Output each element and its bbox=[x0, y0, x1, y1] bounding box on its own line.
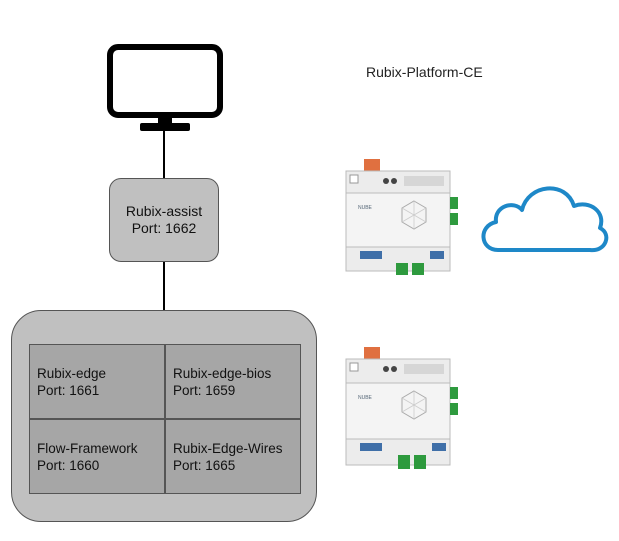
platform-title: Rubix-Platform-CE bbox=[366, 64, 483, 80]
service-port: Port: 1660 bbox=[37, 458, 100, 473]
cloud-icon bbox=[481, 186, 609, 253]
assist-name: Rubix-assist bbox=[125, 203, 203, 219]
assist-edge-connector bbox=[163, 262, 165, 310]
services-grid: Rubix-edge Port: 1661 Rubix-edge-bios Po… bbox=[29, 344, 301, 494]
service-port: Port: 1661 bbox=[37, 383, 100, 398]
edge-device-icon: NUBE bbox=[345, 347, 458, 469]
service-name: Rubix-edge-bios bbox=[173, 366, 272, 381]
service-cell-flow-framework: Flow-Framework Port: 1660 bbox=[29, 419, 165, 494]
service-name: Flow-Framework bbox=[37, 441, 138, 456]
assist-port: Port: 1662 bbox=[131, 220, 197, 236]
edge-device-icon: NUBE bbox=[345, 159, 458, 275]
svg-text:NUBE: NUBE bbox=[358, 205, 373, 211]
service-port: Port: 1659 bbox=[173, 383, 236, 398]
monitor-icon bbox=[107, 44, 223, 131]
service-name: Rubix-edge bbox=[37, 366, 107, 381]
svg-text:NUBE: NUBE bbox=[358, 395, 373, 401]
service-cell-rubix-edge-wires: Rubix-Edge-Wires Port: 1665 bbox=[165, 419, 301, 494]
service-name: Rubix-Edge-Wires bbox=[173, 441, 283, 456]
service-cell-rubix-edge: Rubix-edge Port: 1661 bbox=[29, 344, 165, 419]
rubix-assist-node: Rubix-assist Port: 1662 bbox=[109, 178, 219, 262]
monitor-assist-connector bbox=[163, 131, 165, 178]
service-port: Port: 1665 bbox=[173, 458, 236, 473]
service-cell-rubix-edge-bios: Rubix-edge-bios Port: 1659 bbox=[165, 344, 301, 419]
